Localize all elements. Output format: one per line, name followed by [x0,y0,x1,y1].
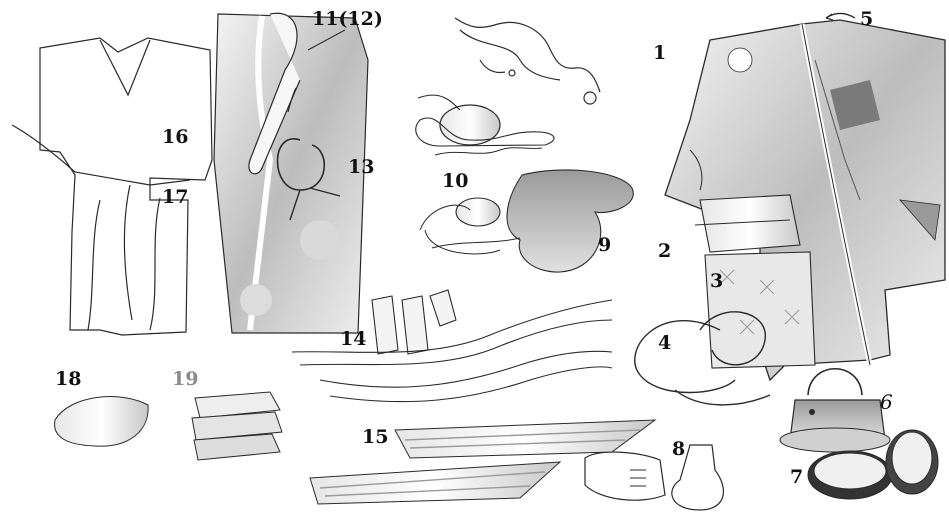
label-14: 14 [340,330,366,349]
label-1: 1 [653,44,666,63]
obijime-cord [455,18,600,104]
label-18: 18 [55,370,81,389]
label-4: 4 [658,334,671,353]
kinchaku-handbag [780,369,890,452]
label-6: 6 [880,392,893,412]
tabi-socks [585,445,723,510]
hada-juban-pad [55,397,149,447]
label-5: 5 [860,10,873,29]
label-10: 10 [442,172,468,191]
obi-belt [695,195,800,252]
folded-towels [192,392,282,460]
label-8: 8 [672,440,685,459]
label-2: 2 [658,242,671,261]
label-7: 7 [790,468,803,487]
label-17: 17 [162,188,188,207]
geta-sandals [372,290,456,354]
label-15: 15 [362,428,388,447]
label-13: 13 [348,158,374,177]
obi-makura-pillow [416,95,554,155]
label-16: 16 [162,128,188,147]
label-3: 3 [710,272,723,291]
label-19: 19 [172,370,198,389]
label-11-12: 11(12) [312,10,383,29]
label-9: 9 [598,236,611,255]
nagajuban-robe [214,13,368,333]
